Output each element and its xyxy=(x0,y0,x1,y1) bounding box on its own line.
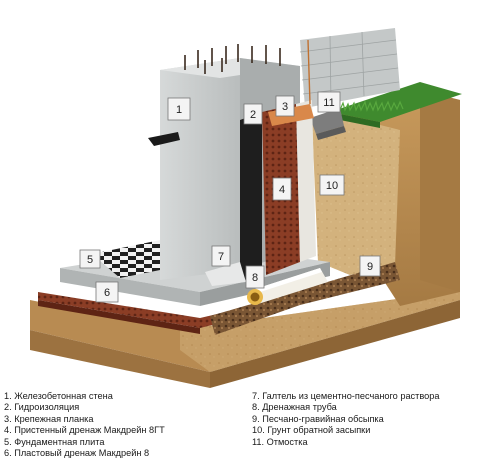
cement-fillet xyxy=(205,262,246,286)
waterproofing-layer xyxy=(240,112,262,282)
foundation-drainage-diagram: 1 2 3 4 5 6 7 8 9 10 11 xyxy=(30,28,462,388)
gravel-bedding xyxy=(210,262,400,335)
tag-10: 10 xyxy=(319,174,345,196)
tag-2: 2 xyxy=(243,103,263,125)
svg-text:6: 6 xyxy=(104,287,110,299)
tag-11: 11 xyxy=(317,91,341,113)
legend-item: 10. Грунт обратной засыпки xyxy=(252,425,371,436)
svg-text:1: 1 xyxy=(176,104,182,116)
svg-text:10: 10 xyxy=(326,180,338,192)
svg-text:2: 2 xyxy=(250,109,256,121)
legend-item: 2. Гидроизоляция xyxy=(4,402,80,413)
legend-left-column: 1. Железобетонная стена 2. Гидроизоляция… xyxy=(4,391,165,459)
ground-base xyxy=(30,290,460,388)
legend-item: 11. Отмостка xyxy=(252,436,308,447)
legend-item: 6. Пластовый дренаж Макдрейн 8 xyxy=(4,448,150,459)
svg-text:3: 3 xyxy=(282,101,288,113)
legend-item: 9. Песчано-гравийная обсыпка xyxy=(252,413,384,424)
drainage-pipe xyxy=(247,268,328,305)
svg-text:11: 11 xyxy=(323,97,334,109)
legend-item: 4. Пристенный дренаж Макдрейн 8ГТ xyxy=(4,425,165,436)
svg-text:8: 8 xyxy=(252,272,258,284)
tag-7: 7 xyxy=(211,245,231,267)
svg-text:5: 5 xyxy=(87,254,93,266)
blind-area xyxy=(310,108,346,140)
svg-text:4: 4 xyxy=(279,184,285,196)
tag-6: 6 xyxy=(95,281,119,303)
tag-3: 3 xyxy=(275,95,295,117)
svg-text:7: 7 xyxy=(218,251,224,263)
grass-surface xyxy=(330,82,462,128)
tag-4: 4 xyxy=(272,177,292,201)
tag-8: 8 xyxy=(245,265,265,289)
wall-gutter xyxy=(148,132,180,146)
svg-text:9: 9 xyxy=(367,261,373,273)
tag-5: 5 xyxy=(79,249,101,269)
legend-item: 5. Фундаментная плита xyxy=(4,436,105,447)
legend-item: 7. Галтель из цементно-песчаного раствор… xyxy=(252,391,440,401)
tag-1: 1 xyxy=(167,97,191,121)
legend-item: 3. Крепежная планка xyxy=(4,413,94,424)
legend-item: 1. Железобетонная стена xyxy=(4,391,113,401)
backfill-soil xyxy=(312,115,400,275)
legend-right-column: 7. Галтель из цементно-песчаного раствор… xyxy=(252,391,439,448)
tag-9: 9 xyxy=(359,255,381,277)
legend-item: 8. Дренажная труба xyxy=(252,402,337,413)
